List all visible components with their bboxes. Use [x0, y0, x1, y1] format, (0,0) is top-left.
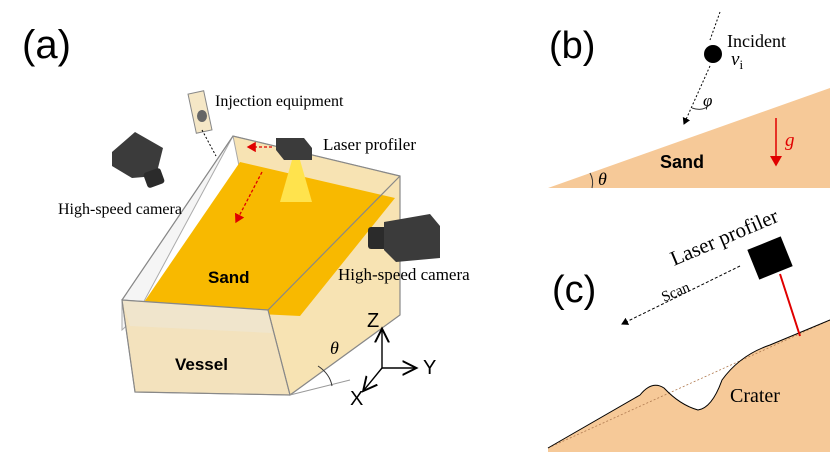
- panel-b-label: (b): [549, 25, 595, 67]
- axis-z-label: Z: [367, 310, 379, 332]
- panel-a: (a) Injection equipment Laser profiler: [22, 23, 470, 410]
- injection-equipment: [187, 90, 217, 157]
- theta-ref-line-a: [289, 379, 351, 396]
- incident-trajectory: [682, 65, 711, 125]
- camera-left-label: High-speed camera: [58, 201, 182, 218]
- axes-triad: [364, 330, 415, 390]
- sand-surface: [140, 162, 395, 316]
- scan-arrow: [621, 265, 741, 325]
- gravity-label: g: [785, 130, 795, 151]
- laser-scan-arrow-diagonal: [234, 171, 263, 224]
- camera-right-label: High-speed camera: [338, 265, 470, 284]
- theta-arc-b: [589, 172, 594, 189]
- theta-label-b: θ: [598, 169, 607, 189]
- beam-cone: [280, 160, 312, 202]
- laser-beam-c: [779, 273, 801, 337]
- panel-a-label: (a): [22, 23, 71, 67]
- axis-y-label: Y: [423, 357, 436, 379]
- incident-trail: [709, 11, 721, 41]
- axis-x-arrow: [364, 367, 383, 390]
- crater-label: Crater: [730, 385, 780, 407]
- laser-profiler-c: [747, 236, 793, 280]
- phi-label: φ: [703, 91, 712, 110]
- velocity-label: vi: [731, 49, 743, 72]
- sand-label-b: Sand: [660, 152, 704, 172]
- sand-profile-c: [548, 320, 830, 452]
- sand-slope-b: [548, 88, 830, 188]
- axis-x-label: X: [350, 388, 363, 410]
- injection-label: Injection equipment: [215, 93, 344, 110]
- panel-c-label: (c): [552, 269, 596, 311]
- vessel-edge: [267, 309, 291, 396]
- laser-profiler-a: [234, 138, 312, 224]
- high-speed-camera-right: [368, 214, 440, 262]
- high-speed-camera-left: [112, 132, 165, 188]
- laser-label-a: Laser profiler: [323, 135, 416, 154]
- panel-c: (c) Laser profiler Scan Crater: [547, 204, 830, 452]
- panel-b: (b) Incident vi φ θ Sand g: [548, 11, 830, 189]
- theta-arc-a: [317, 365, 333, 387]
- incident-label: Incident: [727, 31, 786, 51]
- sand-label-a: Sand: [208, 268, 250, 287]
- crater-profile-line: [547, 319, 830, 449]
- phi-arc: [691, 103, 711, 110]
- scan-label: Scan: [659, 279, 693, 305]
- vessel-label: Vessel: [175, 355, 228, 374]
- theta-label-a: θ: [330, 338, 339, 358]
- incident-particle: [704, 45, 722, 63]
